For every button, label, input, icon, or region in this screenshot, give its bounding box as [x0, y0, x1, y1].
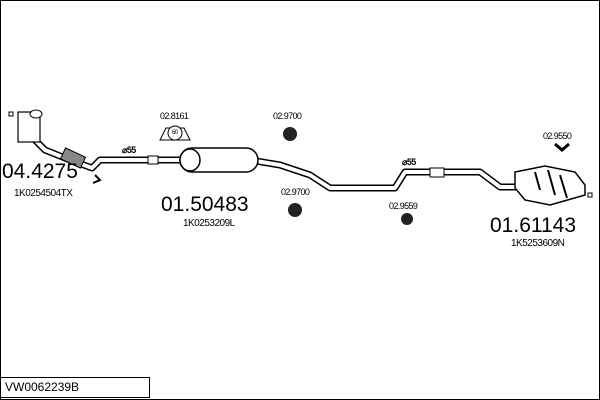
- rubber-ring-icon-2: [288, 203, 302, 217]
- accessory-label-5: 02.9550: [543, 131, 572, 141]
- accessory-label-4: 02.9559: [389, 201, 418, 211]
- part-number-1: 04.4275: [2, 160, 78, 183]
- pipe-diameter-1: ⌀55: [122, 145, 136, 155]
- rear-silencer: [514, 165, 586, 206]
- accessory-label-3: 02.9700: [281, 187, 310, 197]
- flex-section: [59, 147, 87, 169]
- rubber-ring-icon-1: [283, 127, 297, 141]
- part-number-2: 01.50483: [161, 193, 249, 216]
- rubber-mount-icon: [401, 213, 413, 225]
- diagram-code: VW0062239B: [0, 377, 150, 398]
- accessory-label-2: 02.9700: [273, 111, 302, 121]
- part-ref-1: 1K0254504TX: [14, 188, 73, 199]
- part-number-3: 01.61143: [490, 214, 577, 237]
- catalytic-converter: [17, 111, 41, 143]
- pipe-diameter-2: ⌀55: [402, 157, 416, 167]
- clamp-size: 60: [172, 130, 178, 136]
- accessory-label-1: 02.8161: [160, 111, 189, 121]
- hanger-icon-2: [159, 125, 191, 141]
- hanger-icon-5: [554, 142, 570, 152]
- part-ref-2: 1K0253209L: [183, 218, 235, 229]
- part-ref-3: 1K5253609N: [511, 238, 565, 249]
